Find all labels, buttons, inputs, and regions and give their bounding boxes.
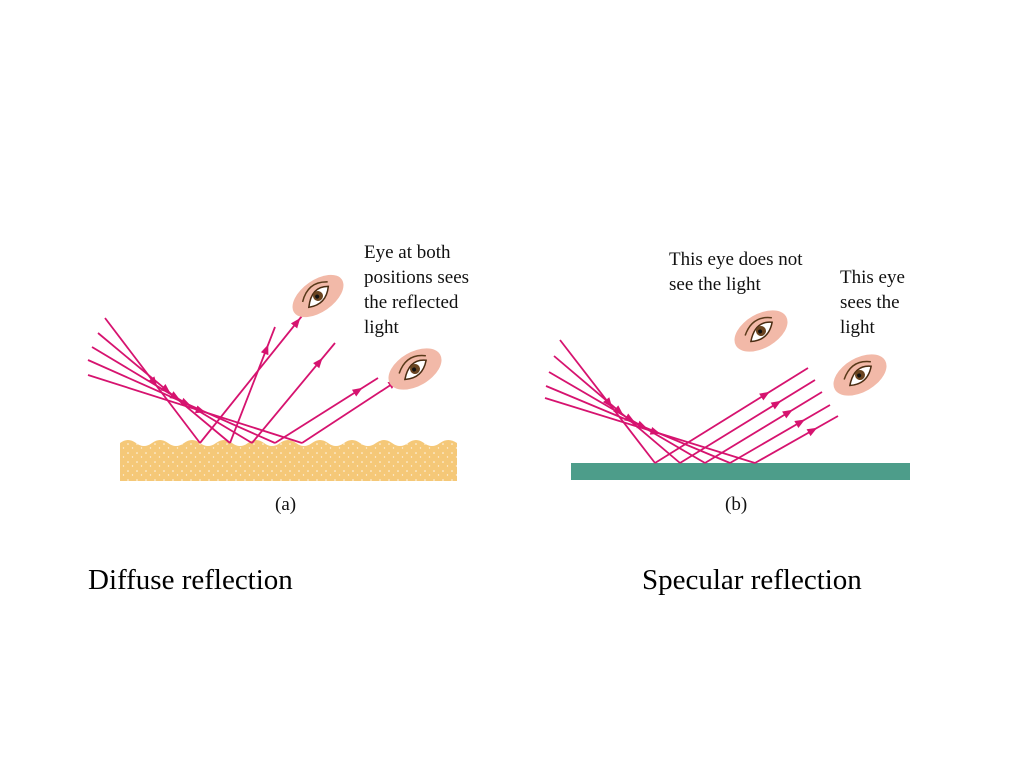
arrowhead	[794, 419, 805, 428]
arrowhead	[260, 344, 269, 356]
eye-icon	[388, 348, 442, 390]
specular-caption: Specular reflection	[642, 564, 862, 596]
specular-rays	[544, 339, 839, 464]
light-ray	[87, 374, 303, 444]
arrowhead	[759, 391, 770, 401]
arrowhead	[194, 405, 206, 414]
arrowhead	[313, 358, 323, 369]
panel-label-b: (b)	[725, 494, 748, 515]
diffuse-caption: Diffuse reflection	[88, 564, 293, 596]
eye-icon	[734, 310, 788, 352]
arrowhead	[351, 387, 363, 397]
light-ray	[654, 367, 809, 464]
arrowhead	[770, 400, 782, 410]
light-ray	[704, 391, 823, 464]
light-ray	[729, 404, 831, 464]
light-ray	[87, 359, 276, 444]
arrowhead	[160, 384, 171, 394]
specular-annotation-sees-light: This eye sees the light	[840, 267, 905, 338]
arrowhead	[613, 405, 624, 415]
light-ray	[544, 397, 756, 464]
arrowhead	[649, 426, 661, 435]
smooth-surface	[571, 463, 910, 480]
panel-label-a: (a)	[275, 494, 297, 515]
arrowhead	[180, 397, 191, 406]
diffuse-rays	[87, 295, 416, 444]
light-ray	[754, 415, 839, 464]
eye-icon	[833, 354, 887, 396]
arrowhead	[782, 409, 793, 419]
light-ray	[679, 379, 816, 464]
rough-surface-texture	[120, 440, 457, 481]
eye-icon	[292, 274, 344, 318]
specular-annotation-no-light: This eye does not see the light	[669, 249, 803, 295]
arrowhead	[806, 427, 818, 437]
diffuse-annotation: Eye at both positions sees the reflected…	[364, 242, 470, 338]
arrowhead	[290, 318, 301, 329]
